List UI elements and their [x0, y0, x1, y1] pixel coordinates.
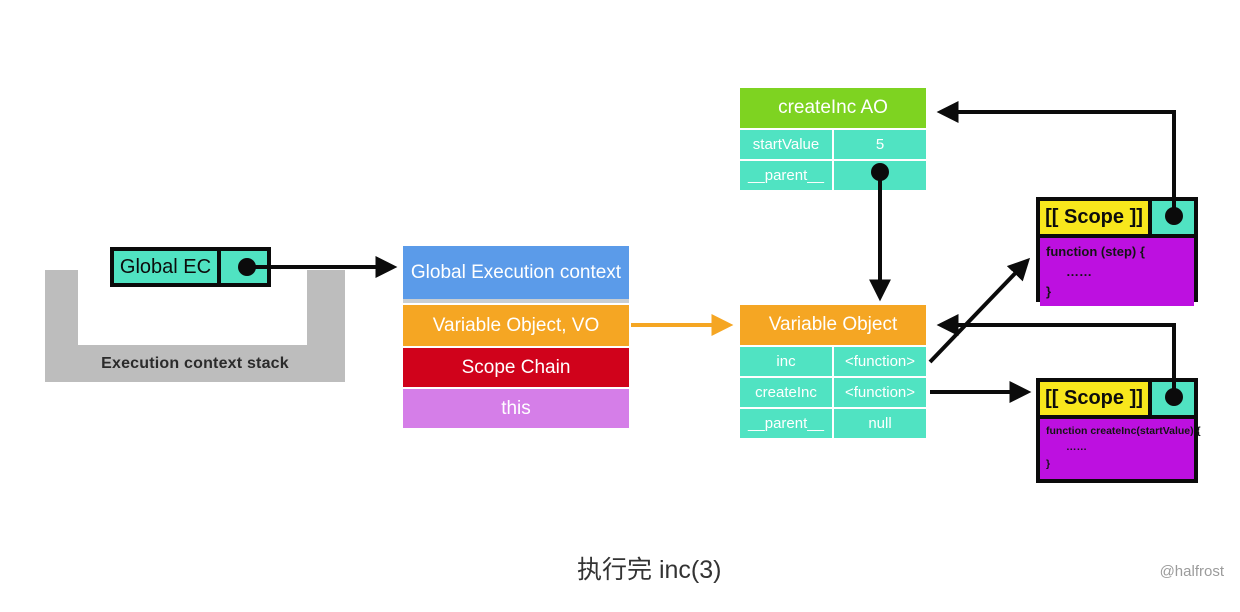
scope-title: [[ Scope ]]	[1040, 382, 1152, 415]
table-row: __parent__	[740, 161, 926, 190]
scope-code: function createInc(startValue) { …… }	[1040, 415, 1201, 479]
createinc-ao-title: createInc AO	[740, 88, 926, 128]
variable-object-title: Variable Object	[740, 305, 926, 345]
scope-pointer-cell	[1152, 201, 1194, 234]
stack-label: Execution context stack	[101, 354, 289, 372]
caption: 执行完 inc(3)	[577, 556, 722, 584]
scope-box-inc: [[ Scope ]] function (step) { …… }	[1036, 197, 1198, 307]
code-line: ……	[1066, 441, 1087, 454]
watermark: @halfrost	[1159, 563, 1224, 580]
key-cell: createInc	[740, 378, 832, 407]
value-cell: <function>	[834, 347, 926, 376]
scope-header: [[ Scope ]]	[1040, 382, 1194, 415]
scope-code: function (step) { …… }	[1040, 234, 1194, 307]
scope-header: [[ Scope ]]	[1040, 201, 1194, 234]
global-ec-label: Global EC	[119, 255, 212, 278]
value-cell: <function>	[834, 378, 926, 407]
key-cell: __parent__	[740, 409, 832, 438]
code-line: }	[1046, 457, 1051, 470]
global-ec-pointer-cell	[217, 251, 267, 283]
stack-bottom-bar: Execution context stack	[45, 345, 345, 382]
key-cell: __parent__	[740, 161, 832, 190]
global-ec-box: Global EC	[110, 247, 271, 287]
code-line: function createInc(startValue) {	[1046, 425, 1201, 437]
key-cell: startValue	[740, 130, 832, 159]
key-cell: inc	[740, 347, 832, 376]
code-line: }	[1046, 284, 1052, 300]
row-global-execution-context: Global Execution context	[403, 246, 629, 299]
value-cell: 5	[834, 130, 926, 159]
row-scope-chain: Scope Chain	[403, 348, 629, 387]
row-variable-object-vo: Variable Object, VO	[403, 305, 629, 346]
table-row: __parent__ null	[740, 409, 926, 438]
variable-object-table: Variable Object inc <function> createInc…	[740, 305, 926, 438]
table-row: startValue 5	[740, 130, 926, 159]
row-this: this	[403, 389, 629, 428]
code-line: function (step) {	[1046, 244, 1145, 259]
code-line: ……	[1066, 264, 1092, 280]
table-row: createInc <function>	[740, 378, 926, 407]
createinc-ao-table: createInc AO startValue 5 __parent__	[740, 88, 926, 190]
scope-box-createinc: [[ Scope ]] function createInc(startValu…	[1036, 378, 1201, 483]
scope-pointer-cell	[1152, 382, 1194, 415]
arrow-inc-to-scope1	[928, 257, 1031, 364]
value-cell	[834, 161, 926, 190]
context-divider	[403, 299, 629, 303]
value-cell: null	[834, 409, 926, 438]
scope-title: [[ Scope ]]	[1040, 201, 1152, 234]
table-row: inc <function>	[740, 347, 926, 376]
